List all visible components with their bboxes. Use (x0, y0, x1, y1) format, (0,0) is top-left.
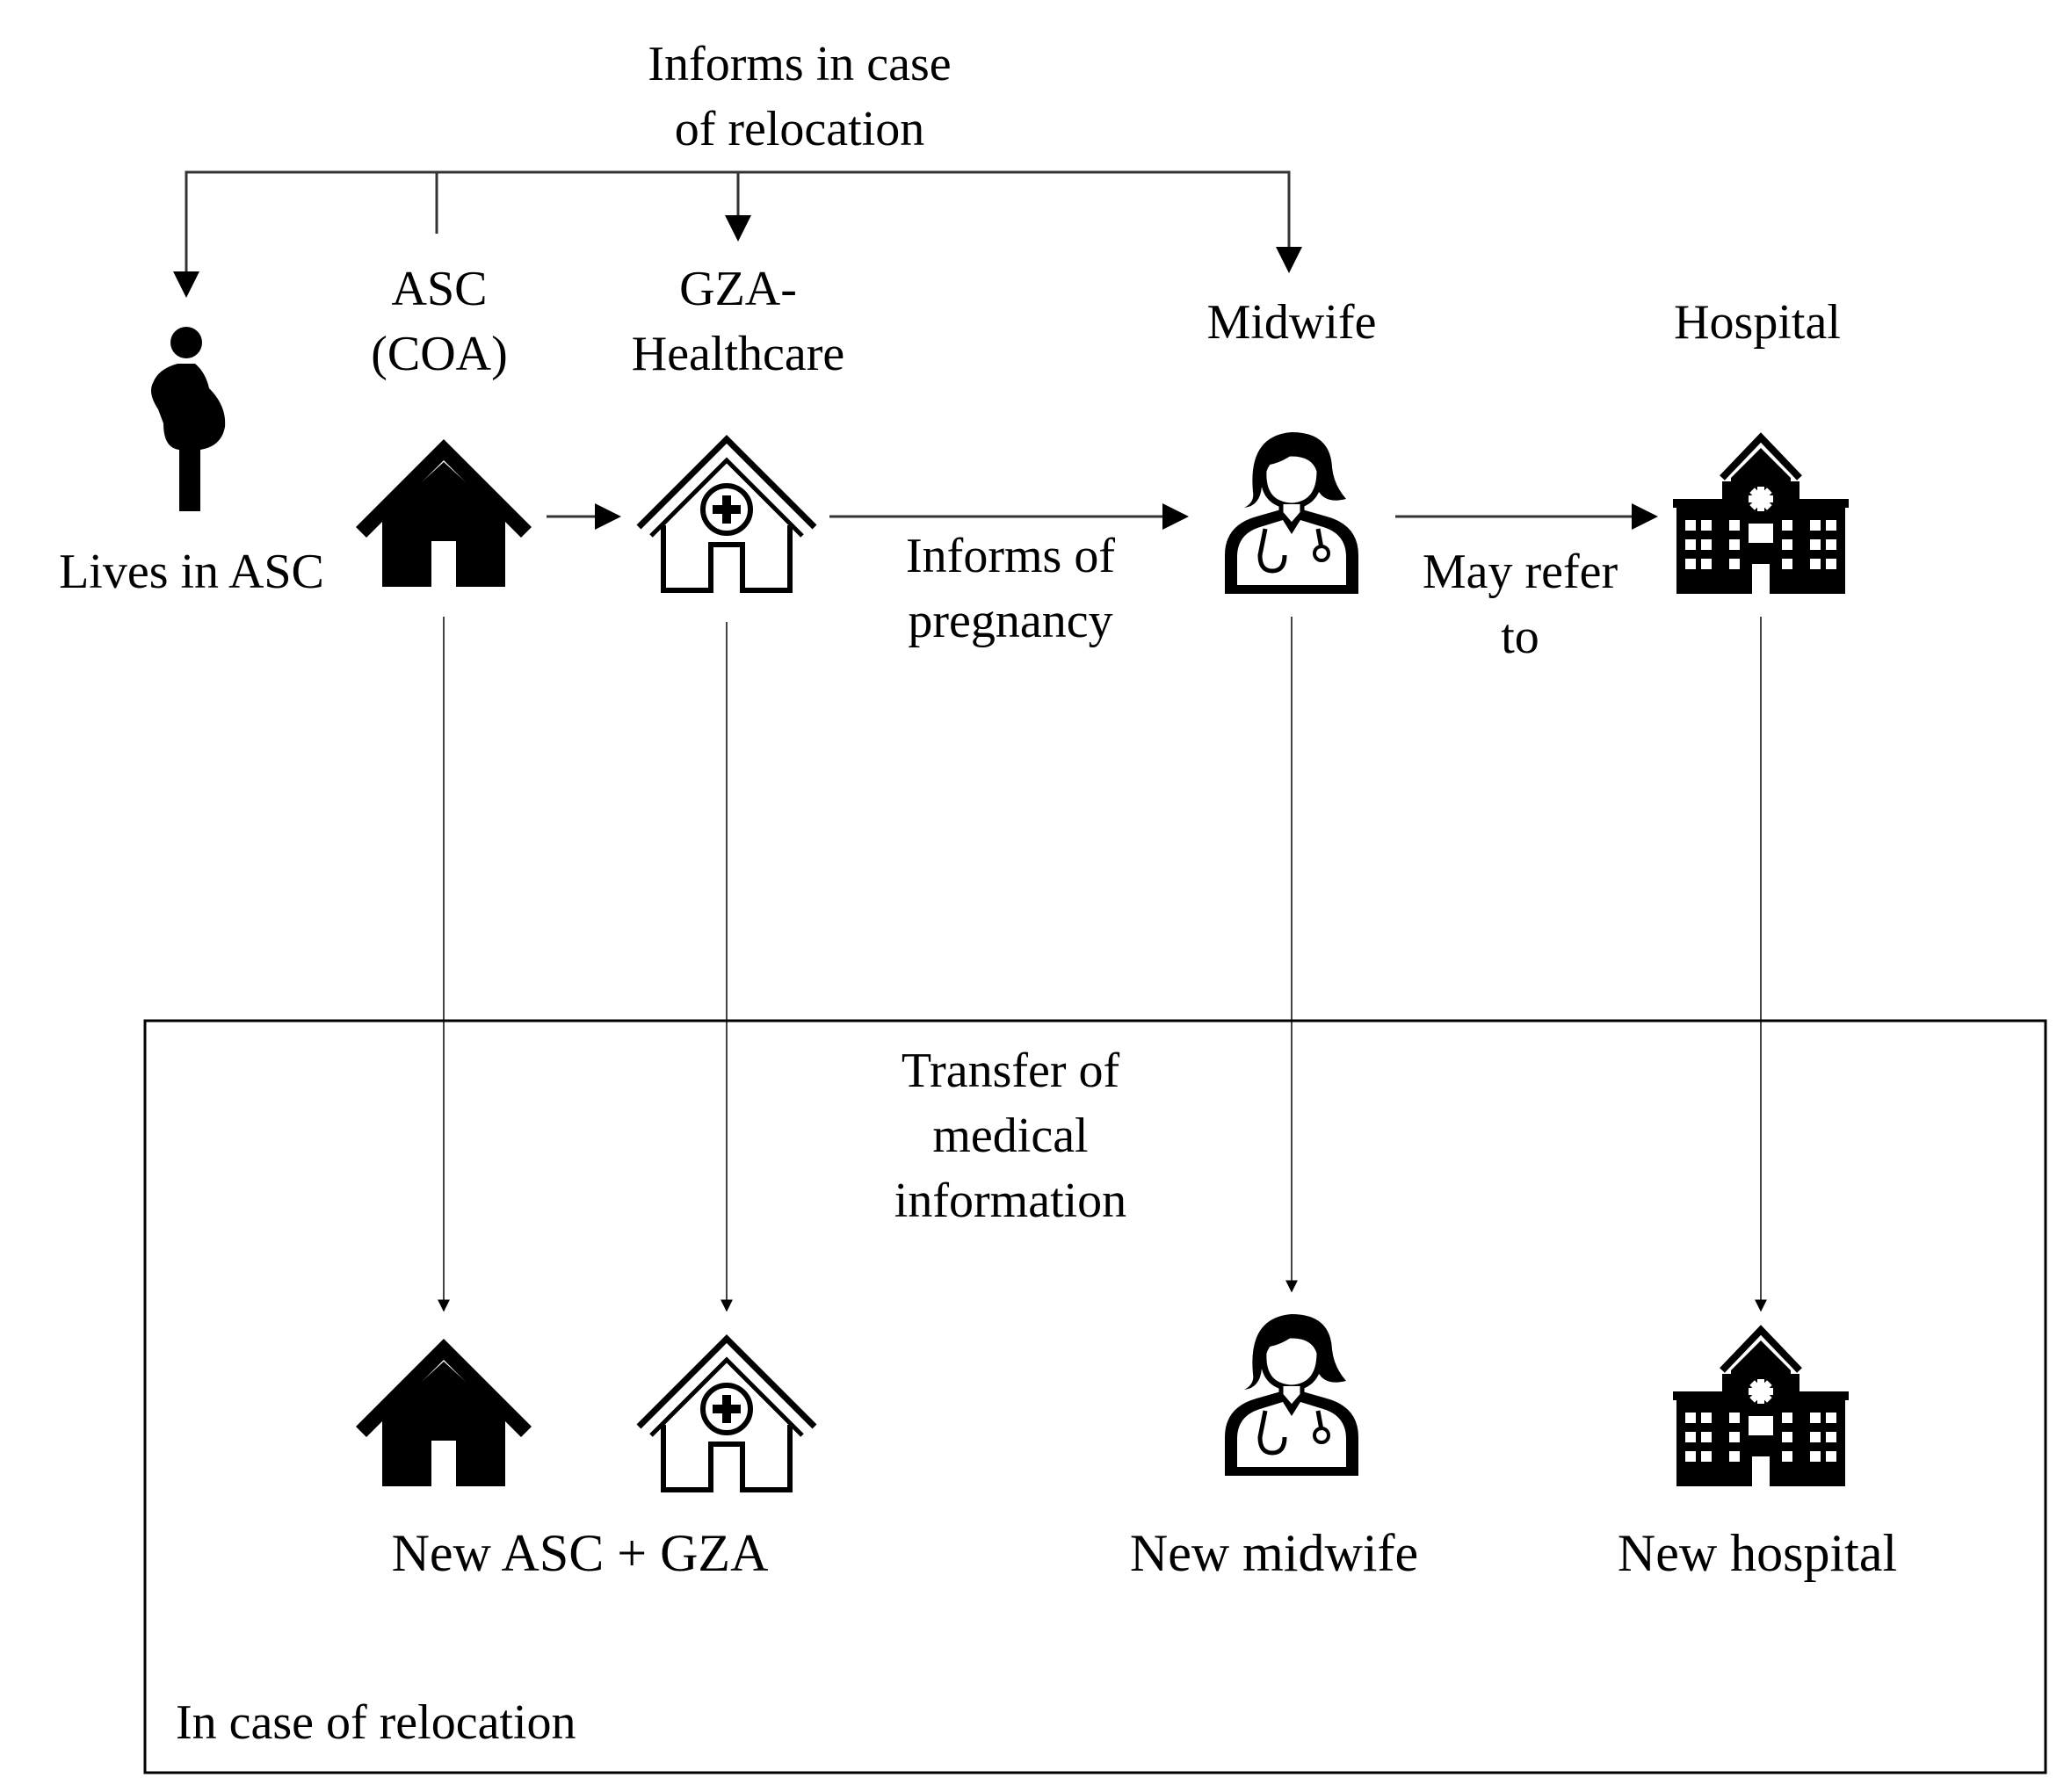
new-house-icon (356, 1339, 532, 1486)
new-midwife-icon (1225, 1314, 1358, 1476)
hospital-label: Hospital (1674, 295, 1841, 350)
relocation-box-title: In case of relocation (176, 1695, 576, 1750)
new-midwife-label: New midwife (1129, 1524, 1419, 1582)
health-center-icon (639, 439, 815, 590)
midwife-label: Midwife (1206, 295, 1377, 350)
may-refer-label: May refer to (1422, 545, 1618, 664)
relocation-inform-connector (173, 170, 1302, 298)
relocation-box (143, 1019, 2047, 1774)
lives-in-asc-label: Lives in ASC (59, 545, 324, 599)
pregnant-woman-icon (151, 327, 226, 511)
hospital-icon (1673, 437, 1849, 594)
informs-pregnancy-label: Informs of pregnancy (906, 529, 1115, 648)
transfer-label: Transfer of medical information (894, 1044, 1127, 1228)
top-label: Informs in case of relocation (648, 37, 952, 156)
house-icon (356, 439, 532, 587)
new-hospital-icon (1673, 1330, 1849, 1486)
new-hospital-label: New hospital (1617, 1524, 1898, 1582)
asc-label: ASC (COA) (371, 262, 508, 381)
midwife-icon (1225, 432, 1358, 594)
new-asc-gza-label: New ASC + GZA (391, 1524, 769, 1582)
gza-label: GZA- Healthcare (631, 262, 845, 381)
new-health-center-icon (639, 1339, 815, 1490)
